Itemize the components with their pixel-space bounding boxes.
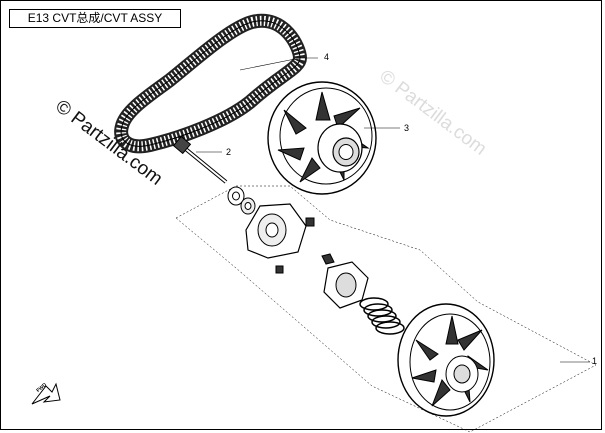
callout-1: 1 xyxy=(592,356,598,366)
fixed-sheave xyxy=(245,203,315,274)
drive-clutch xyxy=(397,303,495,417)
spider-weights xyxy=(321,253,369,309)
callout-2: 2 xyxy=(226,147,232,157)
callout-3: 3 xyxy=(404,123,410,133)
clutch-spring xyxy=(359,297,405,335)
driven-clutch xyxy=(267,81,377,195)
clutch-bolt xyxy=(172,135,228,184)
diagram-title: E13 CVT总成/CVT ASSY xyxy=(9,9,181,28)
leader-lines xyxy=(196,57,590,363)
forward-arrow-icon xyxy=(31,382,61,405)
washer-nut xyxy=(227,186,256,215)
callout-4: 4 xyxy=(324,52,330,62)
assembly-group-outline xyxy=(175,185,597,433)
